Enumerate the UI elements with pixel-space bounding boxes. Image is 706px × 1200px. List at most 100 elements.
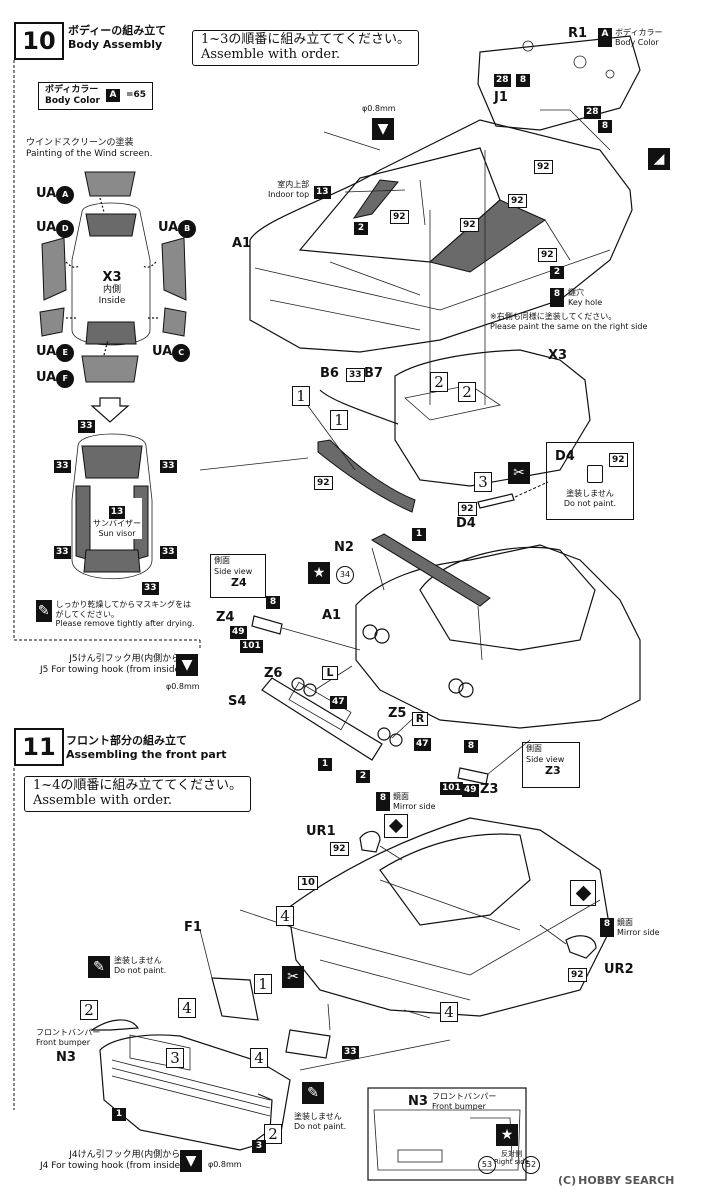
order-1-a: 1: [292, 386, 310, 406]
f1-label: F1: [184, 920, 202, 935]
step11-order-en: Assemble with order.: [33, 792, 173, 808]
l-label: L: [322, 666, 338, 680]
color-2-a: 2: [354, 222, 368, 235]
step11-title-en: Assembling the front part: [66, 748, 227, 761]
j5-en: J5 For towing hook (from inside): [40, 664, 184, 675]
step10-frame: [13, 60, 200, 641]
watermark-copy: (C): [558, 1174, 577, 1187]
windscreen-heading: ウインドスクリーンの塗装 Painting of the Wind screen…: [26, 138, 152, 160]
color-1: 1: [112, 1108, 126, 1121]
color-52: 52: [522, 1156, 540, 1174]
masking-note: ✎ しっかり乾燥してからマスキングをはがしてください。 Please remov…: [36, 600, 196, 629]
inset-n3: N3: [408, 1094, 428, 1110]
drill-icon-j4: ▼: [180, 1150, 202, 1172]
inset-other-jp: 反対側: [501, 1150, 522, 1158]
keyhole-jp: 鍵穴: [568, 288, 584, 297]
color-34: 34: [336, 566, 354, 584]
order-4-c: 4: [250, 1048, 268, 1068]
x3-label: X3: [102, 270, 122, 285]
order-3: 3: [166, 1048, 184, 1068]
step10-title: ボディーの組み立て Body Assembly: [68, 22, 166, 51]
not-paint-jp-1: 塗装しません: [114, 956, 162, 965]
step11-title: フロント部分の組み立て Assembling the front part: [66, 732, 227, 761]
z4-label: Z4: [216, 610, 235, 625]
color-92-a: 92: [390, 210, 409, 224]
r-label: R: [412, 712, 428, 726]
z3-side-view: 側面 Side view Z3: [522, 742, 580, 788]
step11-number-box: 11: [14, 728, 64, 766]
z3-side-label: Z3: [545, 764, 561, 778]
windscreen-en: Painting of the Wind screen.: [26, 148, 153, 159]
color-92-h: 92: [609, 453, 628, 467]
color-8-keyhole: 8: [550, 288, 564, 308]
body-color-code: A: [105, 89, 120, 103]
step10-order-en: Assemble with order.: [201, 46, 341, 62]
windscreen-jp: ウインドスクリーンの塗装: [26, 138, 134, 148]
color-33-b: 33: [54, 460, 71, 473]
step11-title-jp: フロント部分の組み立て: [66, 734, 187, 747]
order-4-d: 4: [440, 1002, 458, 1022]
bumper-jp: フロントバンパー: [36, 1028, 101, 1037]
keyhole-en: Key hole: [568, 297, 603, 307]
mirror-side-2: 8 鏡面 Mirror side: [600, 918, 660, 938]
mirror2-jp: 鏡面: [617, 918, 633, 927]
j4-jp: J4けん引フック用(内側から): [69, 1150, 184, 1160]
watermark: (C) HOBBY SEARCH: [558, 1174, 674, 1187]
r1-label: R1: [568, 26, 588, 41]
color-47-b: 47: [414, 738, 431, 751]
z5-label: Z5: [388, 706, 407, 721]
z3-label: Z3: [480, 782, 499, 797]
step11-order-note: 1~4の順番に組み立ててください。 Assemble with order.: [24, 776, 252, 812]
d4-label: D4: [456, 516, 476, 531]
indoor-label: 室内上部 Indoor top: [268, 180, 309, 199]
color-1-a: 1: [412, 528, 426, 541]
color-101-b: 101: [440, 782, 463, 795]
d4-not-paint-jp: 塗装しません: [566, 489, 614, 498]
z4-side-view: 側面 Side view Z4: [210, 554, 266, 598]
mirror-shape: [587, 465, 603, 483]
color-8-a: 8: [516, 74, 530, 87]
color-28-b: 28: [584, 106, 601, 119]
order-3: 3: [474, 472, 492, 492]
j5-note: J5けん引フック用(内側から) J5 For towing hook (from…: [40, 654, 184, 676]
step11-order-jp: 1~4の順番に組み立ててください。: [33, 778, 243, 793]
glue-icon-2: ✂: [282, 966, 304, 988]
color-8-c: 8: [266, 596, 280, 609]
color-33-a: 33: [78, 420, 95, 433]
phi-j5: φ0.8mm: [166, 682, 200, 691]
r1-color-jp: ボディカラー: [615, 28, 663, 37]
color-2-b: 2: [550, 266, 564, 279]
b7-label: B7: [364, 366, 383, 381]
color-92-i: 92: [330, 842, 349, 856]
z4-side-jp: 側面: [214, 556, 230, 565]
not-paint-note-2: 塗装しません Do not paint.: [294, 1112, 346, 1131]
indoor-jp: 室内上部: [277, 180, 310, 189]
body-color-en: Body Color: [45, 95, 100, 106]
color-1-b: 1: [318, 758, 332, 771]
color-28-a: 28: [494, 74, 511, 87]
order-1: 1: [254, 974, 272, 994]
color-49-a: 49: [230, 626, 247, 639]
right-side-jp: ※右側も同様に塗装してください。: [490, 312, 617, 321]
color-8-b: 8: [598, 120, 612, 133]
step10-order-jp: 1~3の順番に組み立ててください。: [201, 32, 411, 47]
z3-side-jp: 側面: [526, 744, 542, 753]
color-49-b: 49: [462, 784, 479, 797]
a1-label: A1: [232, 236, 252, 251]
step10-number-box: 10: [14, 22, 64, 60]
color-8-e: 8: [376, 792, 390, 812]
step11-number: 11: [22, 733, 56, 761]
z6-label: Z6: [264, 666, 283, 681]
color-92-e: 92: [538, 248, 557, 262]
body-color-jp: ボディカラー: [45, 85, 99, 95]
inset-jp: フロントバンパー: [431, 1092, 497, 1101]
drill-icon-j5: ▼: [176, 654, 198, 676]
sunvisor-label: 13 サンバイザー Sun visor: [92, 498, 142, 540]
sunvisor-en: Sun visor: [98, 528, 136, 538]
order-4-b: 4: [178, 998, 196, 1018]
color-92-d: 92: [534, 160, 553, 174]
